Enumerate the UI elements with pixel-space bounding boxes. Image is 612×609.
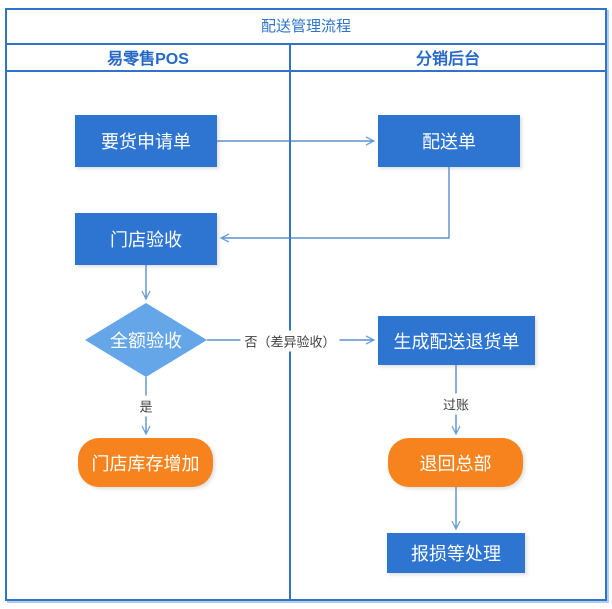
node-generate-return-order: 生成配送退货单 xyxy=(378,316,535,365)
lane-header-backend: 分销后台 xyxy=(415,51,480,68)
diagram-frame xyxy=(5,8,607,601)
edge-label-posting: 过账 xyxy=(438,393,474,415)
node-loss-processing: 报损等处理 xyxy=(387,533,525,573)
node-store-acceptance: 门店验收 xyxy=(75,213,217,265)
lane-divider-line xyxy=(289,43,291,601)
lane-header-pos: 易零售POS xyxy=(107,51,189,68)
node-return-to-hq: 退回总部 xyxy=(388,438,523,487)
connector-delivery-to-acceptance xyxy=(219,167,450,243)
edge-label-yes: 是 xyxy=(135,395,157,417)
edge-label-no-diff-acceptance: 否（差异验收） xyxy=(240,330,340,352)
node-request-order: 要货申请单 xyxy=(75,115,217,167)
title-separator-line xyxy=(5,43,607,45)
page-title: 配送管理流程 xyxy=(260,18,351,35)
header-separator-line xyxy=(5,70,607,72)
node-delivery-order: 配送单 xyxy=(378,115,520,167)
node-stock-increase: 门店库存增加 xyxy=(78,438,213,487)
